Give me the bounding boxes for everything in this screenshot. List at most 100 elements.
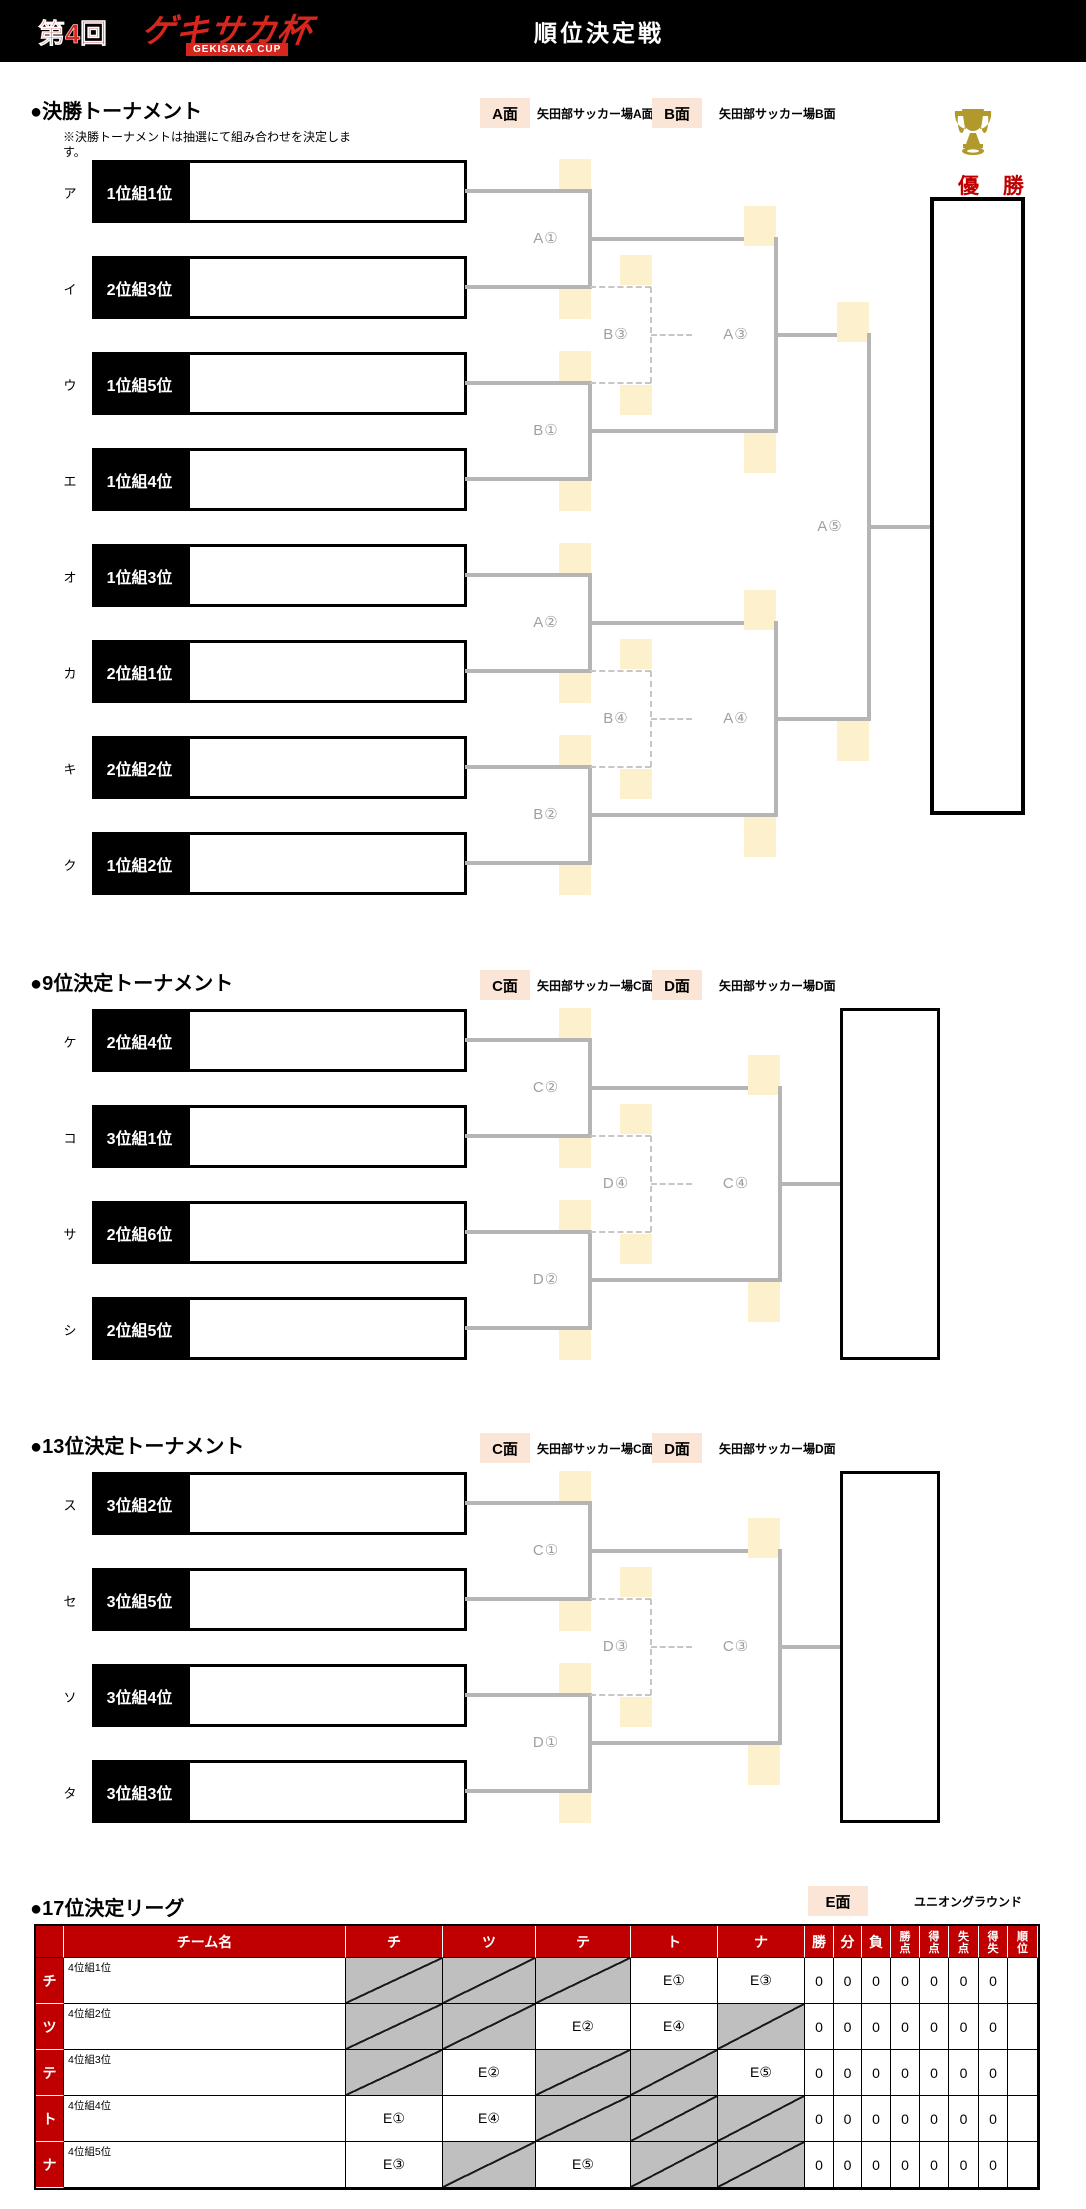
- team-name-box[interactable]: [187, 544, 467, 607]
- stat-cell[interactable]: 0: [862, 2142, 891, 2188]
- stat-cell[interactable]: 0: [805, 2142, 834, 2188]
- stat-cell[interactable]: 0: [862, 2096, 891, 2142]
- stat-cell[interactable]: 0: [834, 1958, 862, 2004]
- team-name-cell[interactable]: 4位組1位: [64, 1958, 346, 2004]
- score-entry-cell[interactable]: [620, 1234, 652, 1264]
- stat-cell[interactable]: 0: [891, 2050, 920, 2096]
- champion-box[interactable]: [930, 197, 1025, 815]
- team-name-cell[interactable]: 4位組2位: [64, 2004, 346, 2050]
- team-name-cell[interactable]: 4位組4位: [64, 2096, 346, 2142]
- match-cell[interactable]: E③: [718, 1958, 805, 2004]
- score-entry-cell[interactable]: [559, 159, 591, 189]
- score-entry-cell[interactable]: [559, 735, 591, 765]
- stat-cell[interactable]: 0: [979, 2142, 1008, 2188]
- stat-cell[interactable]: 0: [949, 2142, 979, 2188]
- score-entry-cell[interactable]: [837, 302, 869, 342]
- score-entry-cell[interactable]: [744, 433, 776, 473]
- match-cell[interactable]: E③: [346, 2142, 443, 2188]
- stat-cell[interactable]: 0: [805, 1958, 834, 2004]
- score-entry-cell[interactable]: [744, 817, 776, 857]
- stat-cell[interactable]: 0: [979, 2004, 1008, 2050]
- match-cell[interactable]: E②: [536, 2004, 631, 2050]
- team-name-box[interactable]: [187, 1105, 467, 1168]
- stat-cell[interactable]: 0: [920, 2142, 949, 2188]
- team-name-box[interactable]: [187, 256, 467, 319]
- stat-cell[interactable]: 0: [891, 2004, 920, 2050]
- score-entry-cell[interactable]: [559, 865, 591, 895]
- score-entry-cell[interactable]: [744, 590, 776, 630]
- match-cell[interactable]: E②: [443, 2050, 536, 2096]
- stat-cell[interactable]: 0: [949, 2096, 979, 2142]
- team-name-box[interactable]: [187, 736, 467, 799]
- stat-cell[interactable]: 0: [949, 2050, 979, 2096]
- rank-cell[interactable]: [1008, 1958, 1038, 2004]
- score-entry-cell[interactable]: [559, 1200, 591, 1230]
- match-cell[interactable]: E④: [443, 2096, 536, 2142]
- team-name-box[interactable]: [187, 160, 467, 223]
- score-entry-cell[interactable]: [559, 351, 591, 381]
- team-name-box[interactable]: [187, 1472, 467, 1535]
- match-cell[interactable]: E①: [346, 2096, 443, 2142]
- score-entry-cell[interactable]: [620, 1104, 652, 1134]
- stat-cell[interactable]: 0: [862, 1958, 891, 2004]
- score-entry-cell[interactable]: [559, 543, 591, 573]
- team-name-box[interactable]: [187, 640, 467, 703]
- stat-cell[interactable]: 0: [920, 1958, 949, 2004]
- team-name-box[interactable]: [187, 832, 467, 895]
- stat-cell[interactable]: 0: [891, 1958, 920, 2004]
- score-entry-cell[interactable]: [620, 385, 652, 415]
- score-entry-cell[interactable]: [620, 255, 652, 285]
- team-name-box[interactable]: [187, 1009, 467, 1072]
- stat-cell[interactable]: 0: [979, 1958, 1008, 2004]
- stat-cell[interactable]: 0: [834, 2004, 862, 2050]
- score-entry-cell[interactable]: [620, 639, 652, 669]
- stat-cell[interactable]: 0: [979, 2050, 1008, 2096]
- score-entry-cell[interactable]: [748, 1518, 780, 1558]
- stat-cell[interactable]: 0: [834, 2050, 862, 2096]
- team-name-box[interactable]: [187, 1201, 467, 1264]
- score-entry-cell[interactable]: [559, 1601, 591, 1631]
- team-name-box[interactable]: [187, 448, 467, 511]
- stat-cell[interactable]: 0: [920, 2004, 949, 2050]
- stat-cell[interactable]: 0: [949, 2004, 979, 2050]
- score-entry-cell[interactable]: [559, 289, 591, 319]
- team-name-cell[interactable]: 4位組5位: [64, 2142, 346, 2188]
- score-entry-cell[interactable]: [559, 481, 591, 511]
- stat-cell[interactable]: 0: [862, 2050, 891, 2096]
- rank-cell[interactable]: [1008, 2096, 1038, 2142]
- stat-cell[interactable]: 0: [949, 1958, 979, 2004]
- score-entry-cell[interactable]: [744, 206, 776, 246]
- team-name-cell[interactable]: 4位組3位: [64, 2050, 346, 2096]
- match-cell[interactable]: E④: [631, 2004, 718, 2050]
- stat-cell[interactable]: 0: [891, 2142, 920, 2188]
- team-name-box[interactable]: [187, 1760, 467, 1823]
- rank-cell[interactable]: [1008, 2004, 1038, 2050]
- score-entry-cell[interactable]: [559, 1471, 591, 1501]
- champion-box[interactable]: [840, 1008, 940, 1360]
- stat-cell[interactable]: 0: [920, 2096, 949, 2142]
- stat-cell[interactable]: 0: [834, 2142, 862, 2188]
- score-entry-cell[interactable]: [620, 1567, 652, 1597]
- stat-cell[interactable]: 0: [805, 2096, 834, 2142]
- score-entry-cell[interactable]: [837, 721, 869, 761]
- score-entry-cell[interactable]: [748, 1282, 780, 1322]
- score-entry-cell[interactable]: [559, 673, 591, 703]
- score-entry-cell[interactable]: [559, 1663, 591, 1693]
- stat-cell[interactable]: 0: [920, 2050, 949, 2096]
- stat-cell[interactable]: 0: [862, 2004, 891, 2050]
- score-entry-cell[interactable]: [620, 1697, 652, 1727]
- score-entry-cell[interactable]: [559, 1793, 591, 1823]
- match-cell[interactable]: E①: [631, 1958, 718, 2004]
- match-cell[interactable]: E⑤: [536, 2142, 631, 2188]
- team-name-box[interactable]: [187, 352, 467, 415]
- score-entry-cell[interactable]: [620, 769, 652, 799]
- team-name-box[interactable]: [187, 1568, 467, 1631]
- score-entry-cell[interactable]: [559, 1138, 591, 1168]
- team-name-box[interactable]: [187, 1664, 467, 1727]
- stat-cell[interactable]: 0: [805, 2004, 834, 2050]
- score-entry-cell[interactable]: [748, 1055, 780, 1095]
- champion-box[interactable]: [840, 1471, 940, 1823]
- score-entry-cell[interactable]: [559, 1008, 591, 1038]
- match-cell[interactable]: E⑤: [718, 2050, 805, 2096]
- stat-cell[interactable]: 0: [979, 2096, 1008, 2142]
